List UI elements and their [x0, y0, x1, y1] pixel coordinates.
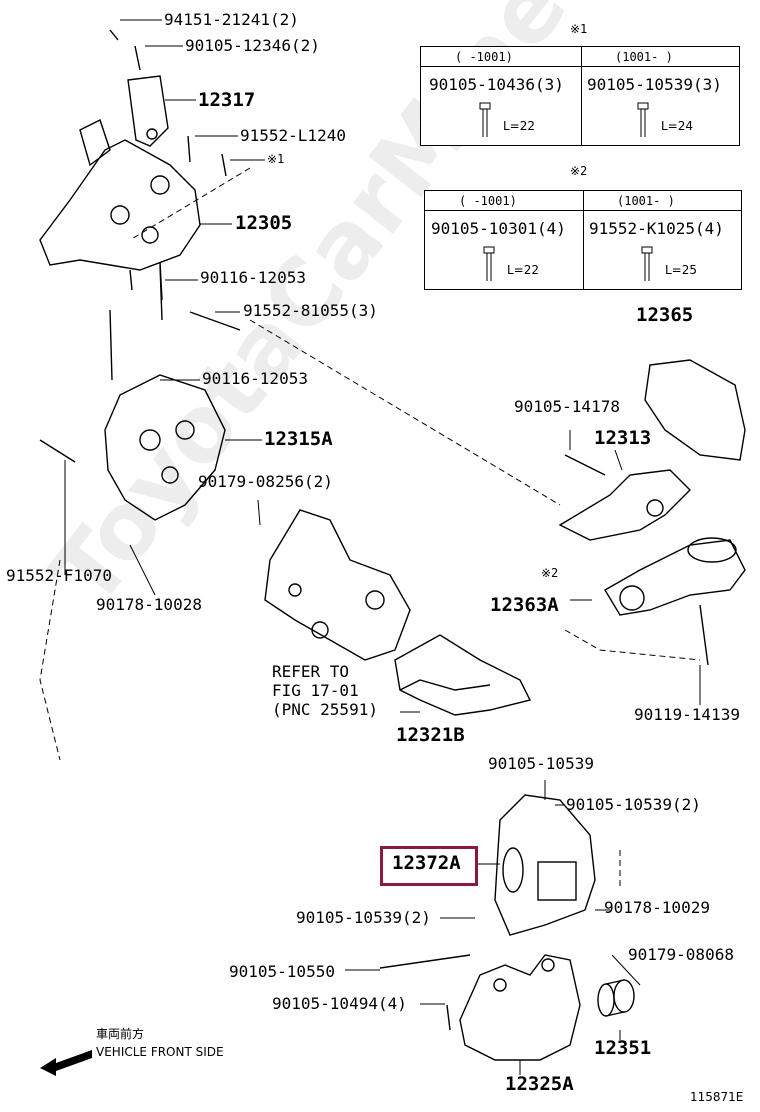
damper-12351	[597, 979, 635, 1017]
callout-90105-14178[interactable]: 90105-14178	[514, 397, 620, 416]
callout-90178-10028[interactable]: 90178-10028	[96, 595, 202, 614]
mount-12363A	[604, 537, 746, 616]
table1-col2-header: (1001- )	[615, 50, 673, 64]
refer-line-1[interactable]: REFER TO	[272, 662, 350, 681]
cover-12365	[644, 359, 746, 461]
bolt-icon	[479, 102, 491, 137]
callout-12363A[interactable]: 12363A	[490, 594, 559, 616]
bolt-icon	[483, 246, 495, 281]
bolt-icon	[641, 246, 653, 281]
callout-90116-12053-a[interactable]: 90116-12053	[200, 268, 306, 287]
callout-90105-10494[interactable]: 90105-10494(4)	[272, 994, 407, 1013]
callout-90105-10550[interactable]: 90105-10550	[229, 962, 335, 981]
table2-col2-header: (1001- )	[617, 194, 675, 208]
engine-mount-12305	[39, 119, 201, 301]
leader-lines	[64, 19, 701, 1075]
bracket-12313	[558, 469, 691, 541]
callout-12351[interactable]: 12351	[594, 1037, 652, 1059]
spec-table-2: ( -1001) (1001- ) 90105-10301(4) 91552-K…	[424, 190, 742, 290]
front-arrow-icon	[40, 1050, 92, 1076]
table2-col1-part: 90105-10301(4)	[431, 219, 566, 238]
highlight-frame-12372A	[380, 846, 478, 886]
vehicle-front-en: VEHICLE FRONT SIDE	[96, 1045, 224, 1059]
bracket-12325A	[459, 954, 581, 1061]
callout-90179-08068[interactable]: 90179-08068	[628, 945, 734, 964]
callout-12317[interactable]: 12317	[198, 89, 256, 111]
callout-90179-08256[interactable]: 90179-08256(2)	[198, 472, 333, 491]
bolts	[39, 29, 709, 1031]
bracket-12317	[127, 75, 169, 147]
table1-mark: ※1	[570, 22, 588, 36]
callout-12372A[interactable]: 12372A	[392, 852, 461, 874]
callout-90105-10539-2-left[interactable]: 90105-10539(2)	[296, 908, 431, 927]
table1-col1-part: 90105-10436(3)	[429, 75, 564, 94]
callout-note1[interactable]: ※1	[267, 152, 285, 166]
callout-90116-12053-b[interactable]: 90116-12053	[202, 369, 308, 388]
refer-line-3[interactable]: (PNC 25591)	[272, 700, 378, 719]
callout-94151-21241[interactable]: 94151-21241(2)	[164, 10, 299, 29]
table1-col1-length: L=22	[503, 119, 536, 133]
vehicle-front-jp: 車両前方	[96, 1027, 145, 1041]
figure-number: 115871E	[690, 1090, 744, 1104]
table2-col2-part: 91552-K1025(4)	[589, 219, 724, 238]
callout-12325A[interactable]: 12325A	[505, 1073, 574, 1095]
plate-12321B	[394, 634, 532, 716]
callout-90105-10539-2-right[interactable]: 90105-10539(2)	[566, 795, 701, 814]
callout-12365[interactable]: 12365	[636, 304, 694, 326]
bracket-center	[264, 509, 411, 661]
bolt-icon	[637, 102, 649, 137]
callout-91552-81055[interactable]: 91552-81055(3)	[243, 301, 378, 320]
callout-90105-12346[interactable]: 90105-12346(2)	[185, 36, 320, 55]
callout-12321B[interactable]: 12321B	[396, 724, 465, 746]
table2-mark: ※2	[570, 164, 588, 178]
mount-12372A	[494, 794, 596, 936]
guide-lines	[39, 167, 701, 890]
refer-line-2[interactable]: FIG 17-01	[272, 681, 359, 700]
table1-col1-header: ( -1001)	[455, 50, 513, 64]
table1-col2-length: L=24	[661, 119, 694, 133]
table2-col2-length: L=25	[665, 263, 698, 277]
callout-90119-14139[interactable]: 90119-14139	[634, 705, 740, 724]
callout-91552-F1070[interactable]: 91552-F1070	[6, 566, 112, 585]
callout-91552-L1240[interactable]: 91552-L1240	[240, 126, 346, 145]
spec-table-1: ( -1001) (1001- ) 90105-10436(3) 90105-1…	[420, 46, 740, 146]
callout-12305[interactable]: 12305	[235, 212, 293, 234]
callout-90105-10539-top[interactable]: 90105-10539	[488, 754, 594, 773]
table2-col1-length: L=22	[507, 263, 540, 277]
callout-note2[interactable]: ※2	[541, 566, 559, 580]
table2-col1-header: ( -1001)	[459, 194, 517, 208]
bracket-12315A	[104, 264, 226, 521]
callout-12313[interactable]: 12313	[594, 427, 652, 449]
table1-col2-part: 90105-10539(3)	[587, 75, 722, 94]
callout-90178-10029[interactable]: 90178-10029	[604, 898, 710, 917]
callout-12315A[interactable]: 12315A	[264, 428, 333, 450]
